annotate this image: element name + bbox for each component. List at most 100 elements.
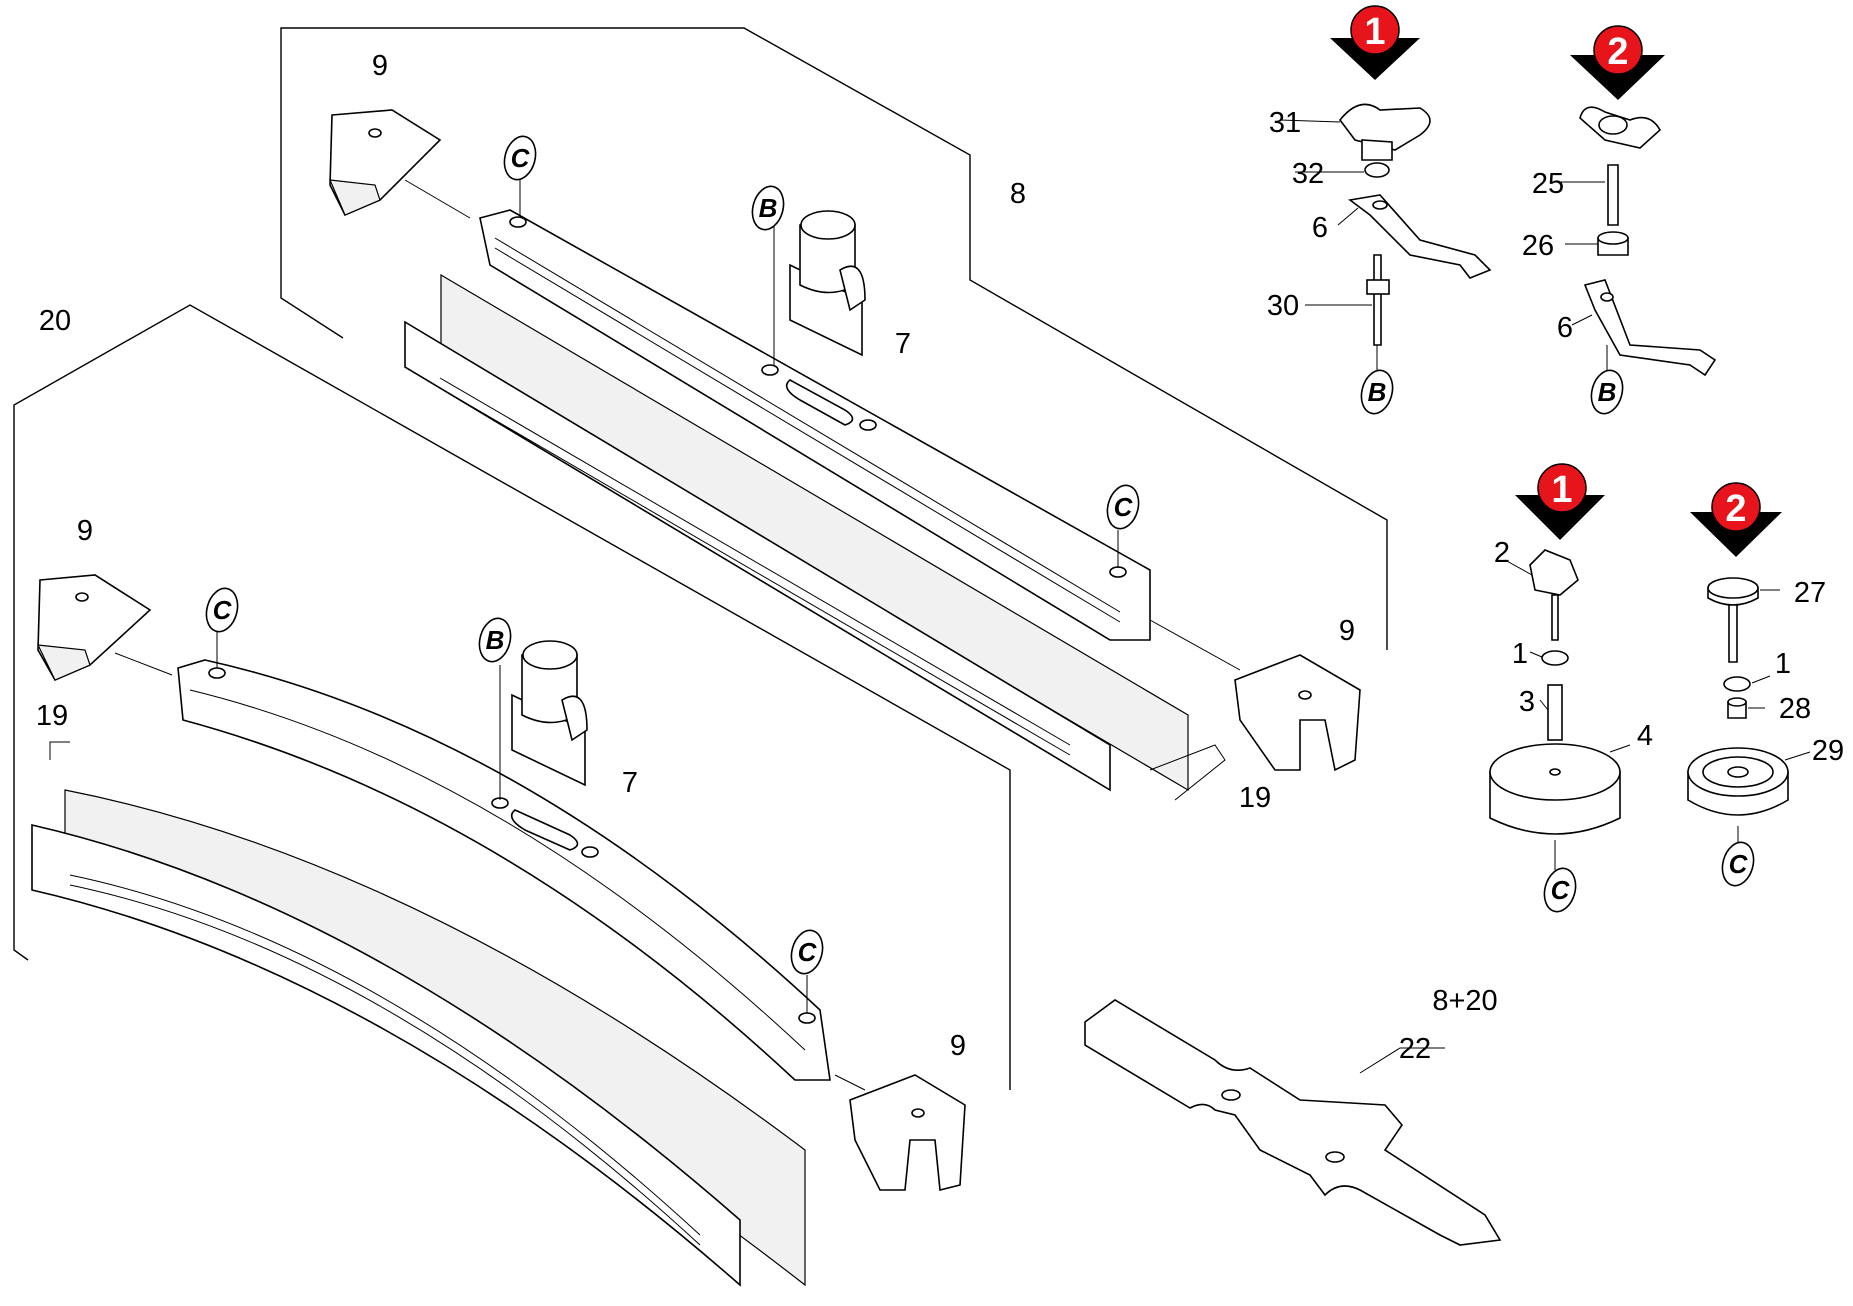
knob-option-2-top <box>1555 106 1717 377</box>
leader-4 <box>1609 744 1631 753</box>
leader-22 <box>1359 1047 1445 1074</box>
svg-text:C: C <box>511 143 531 173</box>
rail-lower-edge <box>189 689 806 1051</box>
shim-plate-22 <box>1084 999 1502 1246</box>
svg-text:1: 1 <box>1551 469 1572 511</box>
rail-upper <box>479 209 1151 641</box>
leader-9-lower-left <box>114 652 173 676</box>
end-cap-9-upper-right <box>1234 654 1361 772</box>
rail-upper-edge-2 <box>494 247 1121 623</box>
label-part-20: 20 <box>39 305 71 337</box>
label-part-9: 9 <box>77 515 93 547</box>
bracket-6-b <box>1583 279 1717 377</box>
rail-lower-slot <box>510 809 579 851</box>
svg-text:B: B <box>1368 377 1387 407</box>
badge-arrow <box>1690 512 1782 557</box>
ref-c-1: C <box>503 135 537 181</box>
svg-text:C: C <box>798 937 818 967</box>
plate-19-upper-front <box>404 320 1111 792</box>
end-cap-9-lower-left <box>36 574 152 682</box>
leader-2 <box>1504 559 1533 576</box>
svg-text:C: C <box>1551 875 1571 905</box>
label-part-29: 29 <box>1812 735 1844 767</box>
svg-text:C: C <box>213 595 233 625</box>
knob-option-1-top <box>1279 103 1492 346</box>
leader-19-lower <box>49 741 70 760</box>
label-part-30: 30 <box>1267 290 1299 322</box>
label-part-32: 32 <box>1292 158 1324 190</box>
rail-upper-hole-2 <box>859 419 877 431</box>
knob-2 <box>1529 549 1579 596</box>
svg-text:1: 1 <box>1364 11 1385 53</box>
bracket-6-a <box>1348 194 1492 279</box>
leader-29 <box>1784 751 1811 761</box>
leader-1a <box>1529 651 1543 658</box>
label-part-2: 2 <box>1494 537 1510 569</box>
plate-lower-slot <box>69 874 701 1236</box>
rail-upper-edge <box>494 237 1121 613</box>
assembly-20 <box>13 304 1011 1287</box>
rail-lower-hole-c <box>208 667 226 679</box>
assembly-8-outline <box>280 27 1388 650</box>
plate-slot-upper <box>439 377 1071 746</box>
ref-c-5: C <box>1543 867 1577 913</box>
variant-badge-1-bottom: 1 <box>1515 463 1605 540</box>
leader-1b <box>1751 675 1771 684</box>
svg-text:C: C <box>1114 492 1134 522</box>
variant-badge-2-bottom: 2 <box>1690 482 1782 557</box>
ref-c-3: C <box>205 587 239 633</box>
ref-b-3: B <box>1360 369 1394 415</box>
rail-upper-hole-c <box>509 216 527 228</box>
label-part-19: 19 <box>36 700 68 732</box>
washer-32 <box>1364 162 1390 178</box>
end-cap-9-lower-right <box>849 1074 966 1192</box>
ref-c-4: C <box>790 929 824 975</box>
leader-9-lower-right <box>834 1074 866 1091</box>
leader-19-upper <box>1149 744 1226 801</box>
plate-19-lower-front <box>31 823 741 1287</box>
washer-1-b <box>1723 676 1751 692</box>
rail-lower-hole-c2 <box>798 1012 816 1024</box>
foot-option-2 <box>1687 577 1811 816</box>
label-part-19: 19 <box>1239 782 1271 814</box>
label-part-26: 26 <box>1522 230 1554 262</box>
assembly-8 <box>280 27 1388 801</box>
ref-b-4: B <box>1590 369 1624 415</box>
variant-badge-2-top: 2 <box>1570 25 1665 100</box>
svg-text:C: C <box>1729 849 1749 879</box>
label-part-22: 22 <box>1399 1033 1431 1065</box>
rail-upper-hole-c2 <box>1109 566 1127 578</box>
label-part-6: 6 <box>1557 312 1573 344</box>
label-part-3: 3 <box>1519 686 1535 718</box>
label-part-25: 25 <box>1532 168 1564 200</box>
label-part-9: 9 <box>372 50 388 82</box>
pin-3 <box>1547 684 1563 741</box>
leader-6a <box>1337 207 1359 226</box>
label-part-4: 4 <box>1637 720 1653 752</box>
label-part-8: 8 <box>1010 178 1026 210</box>
label-part-6: 6 <box>1312 212 1328 244</box>
stud-30 <box>1373 254 1382 346</box>
assembly-20-outline <box>13 304 1011 1090</box>
clamp-7-upper <box>789 210 866 357</box>
end-cap-9-upper-left <box>329 109 442 217</box>
leader-9-upper-left <box>404 179 471 219</box>
label-part-7: 7 <box>622 767 638 799</box>
bolt-25 <box>1607 164 1619 226</box>
rail-upper-slot <box>785 379 854 426</box>
clamp-7-lower <box>511 640 588 787</box>
svg-text:2: 2 <box>1607 31 1628 73</box>
svg-text:2: 2 <box>1725 488 1746 530</box>
svg-text:B: B <box>759 193 778 223</box>
variant-badge-1-top: 1 <box>1330 5 1420 80</box>
plate-lower-slot-2 <box>69 884 701 1246</box>
star-knob-31 <box>1338 103 1431 151</box>
label-part-31: 31 <box>1269 107 1301 139</box>
label-part-9: 9 <box>1339 615 1355 647</box>
washer-1-a <box>1541 650 1569 666</box>
label-part-1: 1 <box>1512 638 1528 670</box>
ref-c-6: C <box>1721 841 1755 887</box>
ref-c-2: C <box>1106 484 1140 530</box>
label-part-9: 9 <box>950 1030 966 1062</box>
